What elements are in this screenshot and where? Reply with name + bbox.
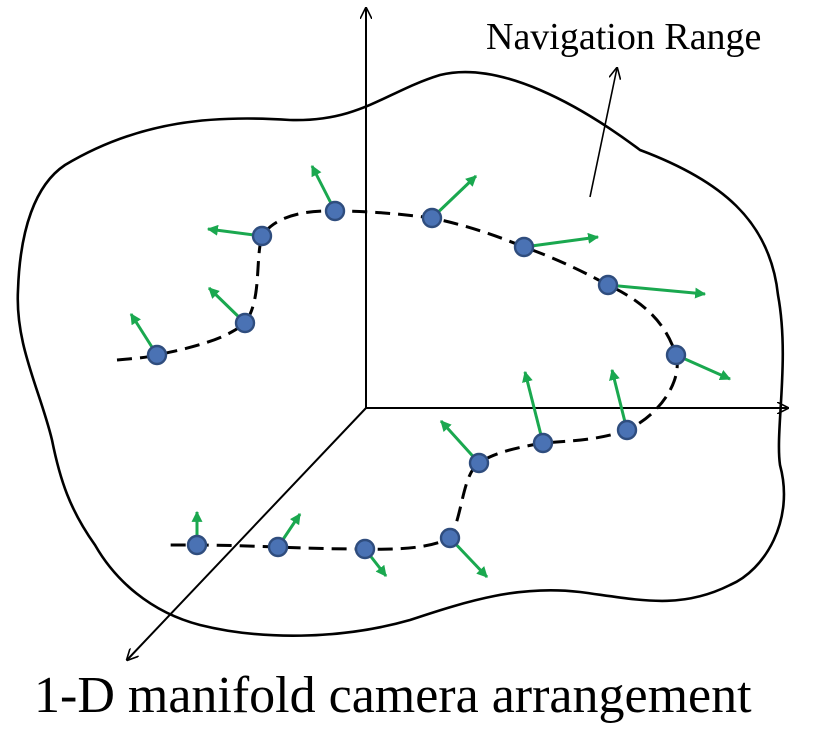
view-direction-arrow-icon xyxy=(523,232,600,249)
camera-node-icon xyxy=(234,312,256,334)
navigation-range-label: Navigation Range xyxy=(486,16,762,58)
camera-node-icon xyxy=(513,236,535,258)
camera-node-icon xyxy=(267,536,289,558)
camera-node-icon xyxy=(665,344,687,366)
camera-node-icon xyxy=(616,419,638,441)
view-direction-arrow-icon xyxy=(609,368,629,431)
axis-diagonal xyxy=(127,407,367,660)
camera-node-icon xyxy=(532,432,554,454)
view-direction-arrow-icon xyxy=(522,370,545,444)
camera-nodes xyxy=(146,200,687,560)
view-direction-arrow-icon xyxy=(607,283,707,299)
camera-node-icon xyxy=(468,452,490,474)
camera-node-icon xyxy=(146,344,168,366)
camera-node-icon xyxy=(251,225,273,247)
camera-node-icon xyxy=(324,200,346,222)
camera-node-icon xyxy=(186,534,208,556)
camera-manifold-path xyxy=(116,209,679,551)
label-pointer-arrow xyxy=(589,68,617,198)
camera-node-icon xyxy=(597,274,619,296)
diagram-caption: 1-D manifold camera arrangement xyxy=(34,667,752,724)
navigation-range-boundary xyxy=(16,70,786,637)
camera-node-icon xyxy=(439,527,461,549)
camera-node-icon xyxy=(421,207,443,229)
camera-node-icon xyxy=(354,538,376,560)
